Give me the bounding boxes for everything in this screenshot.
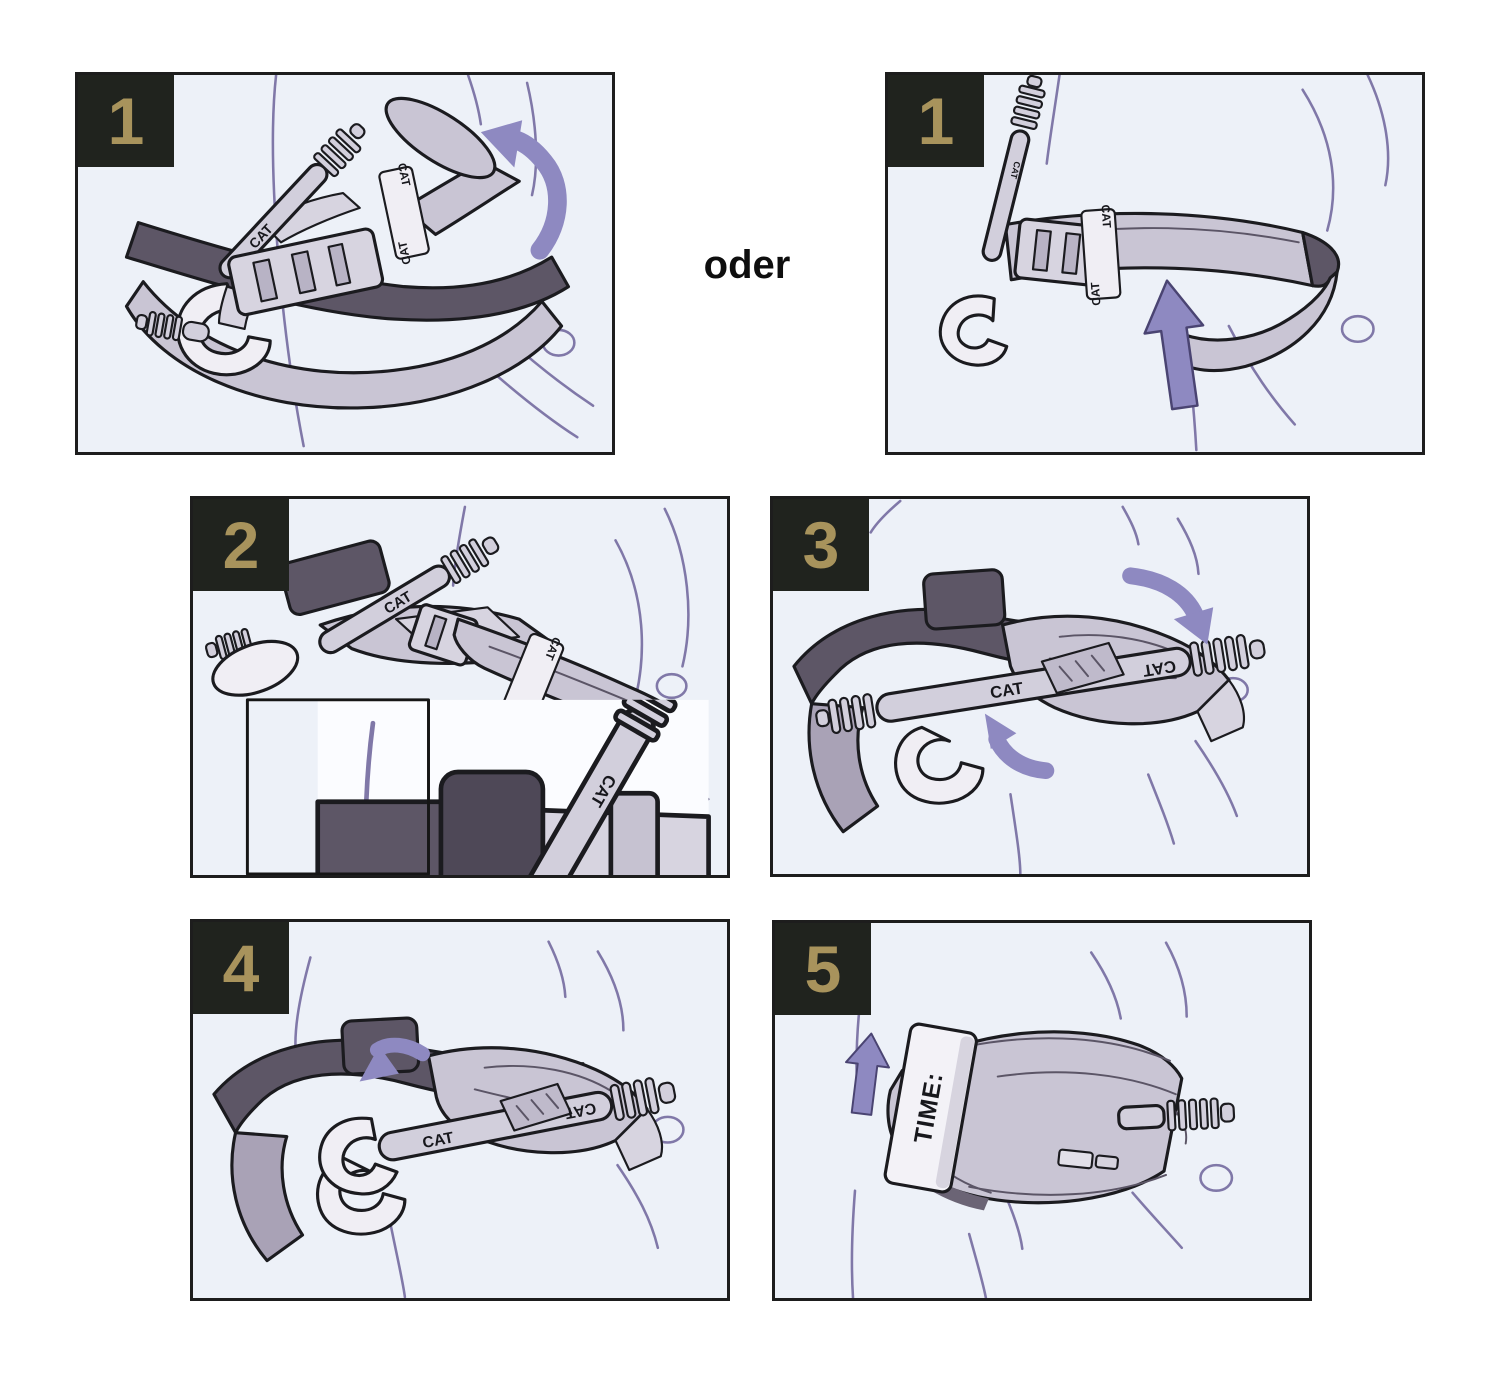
inset-detail-box: CAT CAT (315, 699, 658, 875)
rod-lock-clip (318, 1116, 399, 1196)
step-number: 5 (804, 932, 842, 1006)
inset-buckle-block (441, 772, 543, 875)
thread-direction-arrow (480, 120, 567, 260)
time-label-band: TIME: (883, 1022, 978, 1194)
step-number-badge: 5 (775, 923, 871, 1015)
illustration-step-4-lock: CAT CAT (212, 940, 685, 1298)
step-number: 2 (222, 508, 260, 582)
windlass-rod: CAT (981, 75, 1046, 262)
cat-print-rod-left: CAT (421, 1129, 455, 1152)
knee-dimple (1199, 1163, 1234, 1192)
windlass-rod: CAT CAT (815, 634, 1266, 735)
illustration-step-3-twist: CAT CAT (792, 499, 1266, 874)
rod-grip-emboss (499, 1082, 573, 1132)
panel-step-4-lock-rod: CAT CAT 4 (190, 919, 730, 1301)
inset-dark-strap (315, 799, 429, 875)
step-number-badge: 1 (888, 75, 984, 167)
clip-end-piece (211, 639, 300, 697)
free-strap-paddle-end (384, 96, 497, 180)
windlass-rod: CAT CAT (377, 1077, 677, 1162)
rod-grip-emboss (1040, 641, 1125, 695)
inset-detail-border (245, 698, 430, 875)
slide-direction-arrow (1143, 279, 1205, 411)
step-number-badge: 1 (78, 75, 174, 167)
strap-loop-light (124, 280, 564, 410)
cat-print-tag-lower: CAT (1088, 281, 1104, 306)
strap-band-dark-end (1301, 230, 1341, 288)
panel-step-1-slide-loop: CAT CAT CAT 1 (885, 72, 1425, 455)
rod-tip-left (135, 311, 210, 343)
illustration-step-1-thread: CAT CAT CAT (124, 75, 595, 448)
windlass-rod: CAT (318, 536, 500, 655)
lock-direction-arrow (359, 1037, 430, 1082)
step-number: 4 (222, 931, 260, 1005)
strap-tail-light (807, 702, 880, 834)
cat-print-tag-upper: CAT (1098, 204, 1114, 229)
twist-arrow-lower (984, 713, 1055, 780)
panel-step-1-thread-strap: CAT CAT CAT 1 (75, 72, 615, 455)
omental-clip (938, 294, 1009, 367)
cat-print-tag-lower: CAT (395, 239, 414, 266)
secure-direction-arrow (845, 1032, 890, 1116)
cat-label-tag: CAT CAT (1080, 204, 1122, 306)
illustration-step-2-pull: CAT CAT CAT (204, 505, 710, 875)
step-number: 1 (107, 84, 145, 158)
cat-print-tag-upper: CAT (395, 162, 414, 189)
buckle-under-band (1057, 1148, 1120, 1171)
step-number: 3 (802, 508, 840, 582)
buckle (1013, 217, 1104, 287)
cat-label-tag: CAT CAT (378, 162, 430, 266)
illustration-step-5-secure: TIME: (845, 941, 1236, 1298)
step-number-badge: 2 (193, 499, 289, 591)
alternative-connector-label: oder (703, 243, 791, 287)
strap-wedge (1196, 679, 1246, 743)
panel-step-5-secure-time: TIME: 5 (772, 920, 1312, 1301)
buckle (227, 227, 385, 317)
strap-underside-shadow (892, 1147, 989, 1211)
rod-clip-white (894, 725, 985, 805)
panel-step-3-twist-rod: CAT CAT 3 (770, 496, 1310, 877)
twist-arrow-upper (1122, 567, 1214, 645)
knee-dimple (1340, 314, 1375, 344)
step-number-badge: 3 (773, 499, 869, 591)
strap-tail-light (230, 1131, 305, 1263)
cat-print-rod-right-flipped: CAT (563, 1099, 597, 1122)
panel-step-2-pull-tight: CAT CAT CAT (190, 496, 730, 878)
free-strap-to-buckle (402, 160, 521, 237)
step-number: 1 (917, 84, 955, 158)
windlass-rod: CAT (218, 123, 366, 280)
rod-tip-right (1117, 1097, 1236, 1132)
time-band-shade (935, 1036, 975, 1189)
inset-buckle-bar (611, 793, 658, 875)
step-number-badge: 4 (193, 922, 289, 1014)
illustration-step-1-slide: CAT CAT CAT (938, 75, 1390, 452)
cat-print-rod: CAT (1008, 160, 1022, 180)
knee-dimple (655, 672, 688, 700)
velcro-tab-dark (922, 568, 1007, 631)
